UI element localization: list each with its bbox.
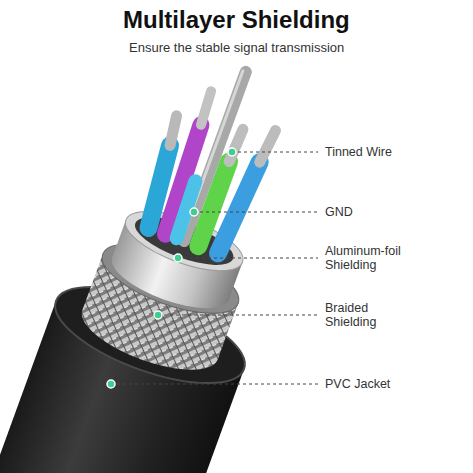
part-label: Tinned Wire	[325, 145, 420, 159]
part-label: Aluminum-foil Shielding	[325, 244, 420, 272]
part-label: Braided Shielding	[325, 301, 420, 329]
callout-dots	[107, 148, 236, 388]
leader-lines	[117, 152, 318, 384]
part-label: PVC Jacket	[325, 377, 420, 391]
wires	[137, 55, 291, 258]
part-label: GND	[325, 205, 420, 219]
title: Multilayer Shielding	[123, 6, 350, 34]
subtitle: Ensure the stable signal transmission	[129, 40, 344, 55]
